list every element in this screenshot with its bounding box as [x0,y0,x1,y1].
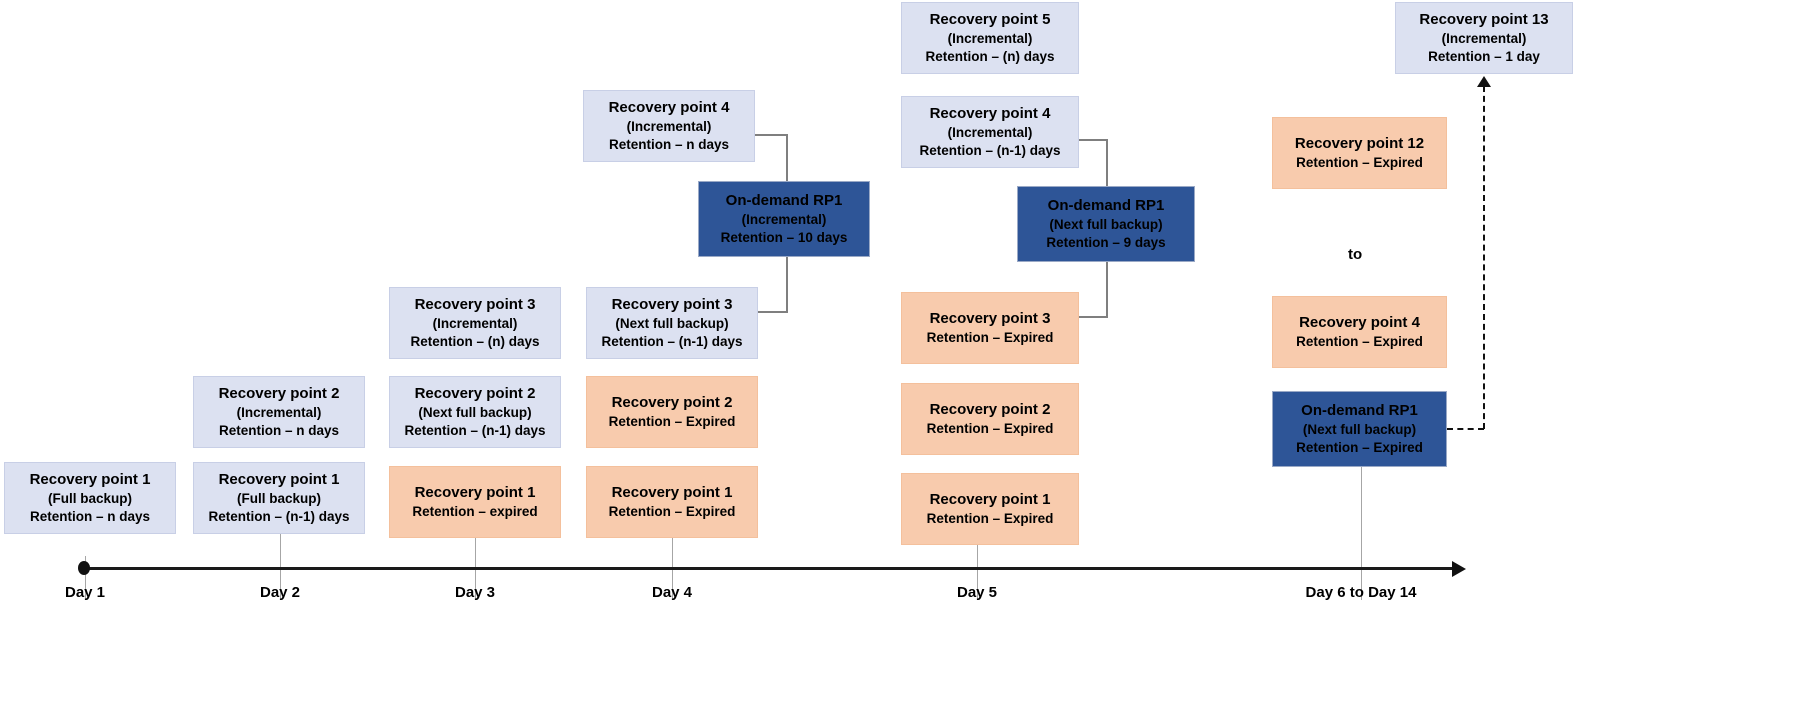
recovery-point-box-line: Recovery point 1 [611,483,733,501]
axis-tick-label: Day 5 [956,584,998,601]
recovery-point-box-line: Recovery point 1 [218,470,340,488]
recovery-point-box-line: Recovery point 3 [414,295,536,313]
axis-tick-label: Day 2 [259,584,301,601]
recovery-point-box-line: Recovery point 4 [929,104,1051,122]
recovery-point-box-line: Retention – n days [29,509,151,525]
recovery-point-box-line: Retention – 10 days [720,230,848,246]
recovery-point-box-d5-ond[interactable]: On-demand RP1 (Next full backup) Retention… [1017,186,1195,262]
recovery-point-box-line: Retention – (n) days [410,334,540,350]
recovery-point-box-line: Recovery point 2 [929,400,1051,418]
timeline-axis [85,567,1455,570]
recovery-point-box-line: (Incremental) [947,30,1033,46]
recovery-point-box-d5-rp1[interactable]: Recovery point 1 Retention – Expired [901,473,1079,545]
recovery-point-box-line: Retention – Expired [1296,440,1423,456]
recovery-point-box-line: Recovery point 1 [929,490,1051,508]
recovery-point-box-line: Recovery point 1 [414,483,536,501]
connector-d4-rp4-horizontal [755,134,788,136]
recovery-point-box-line: Retention – Expired [608,414,736,430]
recovery-point-box-line: Retention – Expired [926,330,1054,346]
timeline-arrowhead [1452,561,1466,577]
recovery-point-box-line: Retention – Expired [926,421,1054,437]
recovery-point-box-d3-rp2[interactable]: Recovery point 2 (Next full backup) Retent… [389,376,561,448]
recovery-point-box-d3-rp3[interactable]: Recovery point 3 (Incremental) Retention –… [389,287,561,359]
recovery-point-box-line: (Incremental) [626,118,712,134]
recovery-point-box-line: Retention – n days [218,423,340,439]
recovery-point-box-d5-rp3[interactable]: Recovery point 3 Retention – Expired [901,292,1079,364]
dashed-connector-arrowhead [1477,76,1491,87]
recovery-point-box-line: (Incremental) [741,211,827,227]
recovery-point-box-line: Retention – (n-1) days [601,334,743,350]
recovery-point-box-line: Recovery point 2 [218,384,340,402]
recovery-point-box-line: Retention – expired [412,504,538,520]
recovery-point-box-d6-ond[interactable]: On-demand RP1 (Next full backup) Retention… [1272,391,1447,467]
recovery-point-box-line: Retention – 1 day [1428,49,1540,65]
recovery-point-box-line: Recovery point 2 [611,393,733,411]
recovery-point-box-line: Recovery point 12 [1294,134,1425,152]
recovery-point-box-line: (Incremental) [947,124,1033,140]
gridline-day6-14 [1361,467,1362,600]
recovery-point-box-line: Retention – (n-1) days [208,509,350,525]
recovery-point-box-line: (Next full backup) [1302,421,1417,437]
connector-d5-rp3-horizontal [1079,316,1108,318]
to-label: to [1348,246,1363,263]
recovery-point-box-line: Retention – Expired [1296,155,1423,171]
recovery-point-box-line: Recovery point 4 [608,98,730,116]
recovery-point-box-d2-rp1[interactable]: Recovery point 1 (Full backup) Retention –… [193,462,365,534]
axis-tick-label: Day 6 to Day 14 [1305,584,1417,601]
recovery-point-box-d4-rp2[interactable]: Recovery point 2 Retention – Expired [586,376,758,448]
recovery-point-box-line: (Next full backup) [1049,216,1163,232]
recovery-point-box-line: On-demand RP1 [1047,196,1165,214]
axis-tick-label: Day 4 [651,584,693,601]
connector-d4-rp3-horizontal [758,311,788,313]
recovery-point-box-line: On-demand RP1 [1301,401,1418,419]
recovery-point-box-line: (Next full backup) [418,404,532,420]
recovery-point-box-d6-rp12[interactable]: Recovery point 12 Retention – Expired [1272,117,1447,189]
gridline-day1 [85,556,86,600]
recovery-point-box-line: Retention – (n-1) days [919,143,1061,159]
recovery-point-box-line: (Incremental) [432,315,518,331]
recovery-point-box-d4-rp4[interactable]: Recovery point 4 (Incremental) Retention –… [583,90,755,162]
axis-tick-label: Day 1 [64,584,106,601]
recovery-point-box-d5-rp5[interactable]: Recovery point 5 (Incremental) Retention –… [901,2,1079,74]
recovery-point-box-line: Recovery point 3 [611,295,733,313]
recovery-point-box-line: Retention – Expired [1296,334,1423,350]
recovery-point-box-line: Recovery point 4 [1299,313,1420,331]
recovery-point-box-line: Retention – (n) days [925,49,1055,65]
axis-tick-label: Day 3 [454,584,496,601]
timeline-origin-dot [78,561,90,575]
recovery-point-box-line: Retention – (n-1) days [404,423,546,439]
recovery-point-box-line: (Full backup) [237,490,321,506]
recovery-point-box-d14-rp13[interactable]: Recovery point 13 (Incremental) Retention … [1395,2,1573,74]
recovery-point-box-d6-rp4[interactable]: Recovery point 4 Retention – Expired [1272,296,1447,368]
recovery-point-box-line: Recovery point 1 [29,470,151,488]
recovery-point-box-line: Recovery point 3 [929,309,1051,327]
recovery-point-box-d4-rp3[interactable]: Recovery point 3 (Next full backup) Retent… [586,287,758,359]
recovery-point-box-line: Retention – Expired [608,504,736,520]
recovery-point-box-d2-rp2[interactable]: Recovery point 2 (Incremental) Retention –… [193,376,365,448]
recovery-point-box-line: Retention – Expired [926,511,1054,527]
recovery-point-box-d1-rp1[interactable]: Recovery point 1 (Full backup) Retention –… [4,462,176,534]
recovery-point-box-d3-rp1[interactable]: Recovery point 1 Retention – expired [389,466,561,538]
dashed-connector-vertical [1483,86,1485,429]
recovery-point-box-d5-rp2[interactable]: Recovery point 2 Retention – Expired [901,383,1079,455]
recovery-point-box-line: (Incremental) [236,404,322,420]
recovery-point-box-line: Retention – n days [608,137,730,153]
dashed-connector-horizontal [1447,428,1484,430]
gridline-day5 [977,545,978,600]
recovery-point-box-d4-ond[interactable]: On-demand RP1 (Incremental) Retention – 10… [698,181,870,257]
recovery-point-box-line: Recovery point 2 [414,384,536,402]
recovery-point-box-line: (Full backup) [48,490,132,506]
recovery-point-box-line: On-demand RP1 [725,191,843,209]
recovery-point-box-d5-rp4[interactable]: Recovery point 4 (Incremental) Retention –… [901,96,1079,168]
recovery-point-box-line: (Next full backup) [615,315,729,331]
connector-d5-rp4-horizontal [1079,139,1108,141]
recovery-point-box-line: Recovery point 5 [929,10,1051,28]
recovery-point-box-line: Recovery point 13 [1419,10,1549,28]
recovery-point-box-line: (Incremental) [1441,30,1527,46]
recovery-point-box-line: Retention – 9 days [1046,235,1166,251]
recovery-point-box-d4-rp1[interactable]: Recovery point 1 Retention – Expired [586,466,758,538]
